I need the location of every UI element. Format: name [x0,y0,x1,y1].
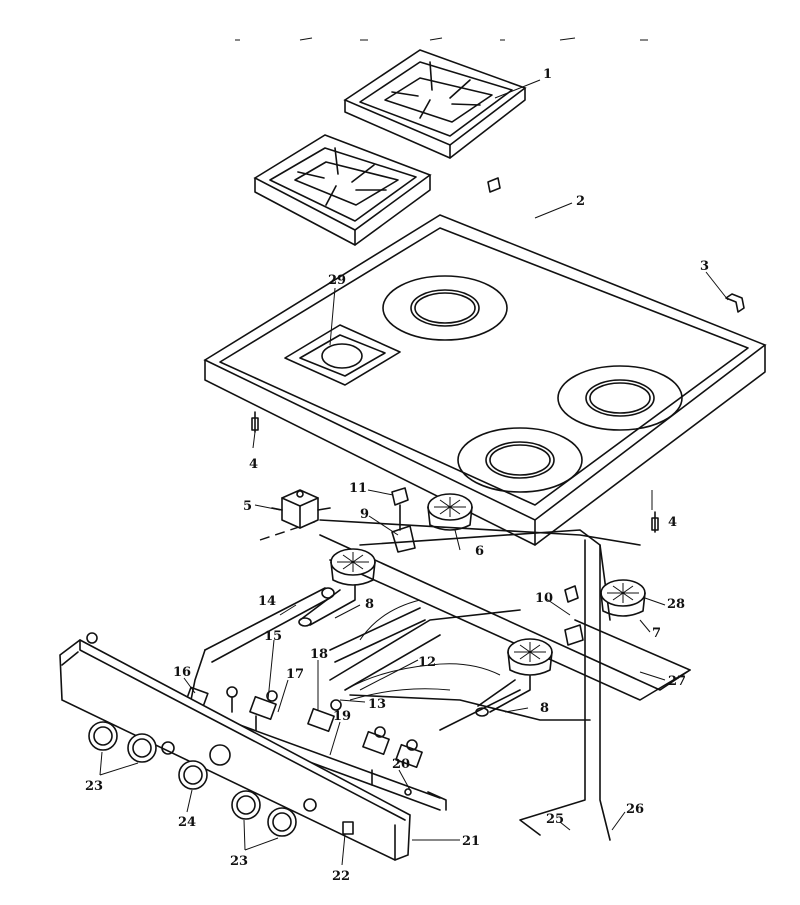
callout-5: 5 [243,499,252,514]
callout-24: 24 [178,815,196,830]
callout-9: 9 [360,507,369,522]
burner-head-1 [427,493,473,531]
callout-29: 29 [328,273,346,288]
callout-4a: 4 [249,457,258,472]
valve-18 [307,699,342,733]
control-panel [59,632,412,861]
burner-tube-right [439,675,531,731]
callout-16: 16 [173,665,191,680]
callout-12: 12 [418,655,436,670]
callout-8a: 8 [365,597,374,612]
callout-23b: 23 [230,854,248,869]
clip-right [725,293,745,313]
callout-15: 15 [264,629,282,644]
callout-28: 28 [667,597,685,612]
callout-22: 22 [332,869,350,884]
valve-19a [362,726,390,756]
callout-18: 18 [310,647,328,662]
leader-lines [99,79,729,866]
valve-19b [371,739,423,786]
callout-21: 21 [462,834,480,849]
callout-labels: 1 2 3 4 4 5 6 7 8 8 9 10 11 12 13 14 15 … [85,67,709,884]
spark-module [271,489,331,529]
burner-head-4 [507,638,553,676]
callout-27: 27 [668,674,686,689]
burner-tube-left [298,584,426,663]
callout-2: 2 [576,194,585,209]
callout-20: 20 [392,757,410,772]
callout-8b: 8 [540,701,549,716]
burner-head-2 [330,548,376,586]
callout-23a: 23 [85,779,103,794]
callout-10: 10 [535,591,553,606]
clip-back [487,177,501,193]
callout-7: 7 [652,626,661,641]
ignition-wiring [344,599,501,701]
grate-back [343,49,527,159]
callout-1: 1 [543,67,552,82]
callout-6: 6 [475,544,484,559]
grate-front [253,134,432,246]
callout-13: 13 [368,697,386,712]
callout-19: 19 [333,709,351,724]
valve-15 [249,690,278,731]
callout-4b: 4 [668,515,677,530]
burner-head-3 [600,579,646,617]
callout-17: 17 [286,667,304,682]
screw-left [251,411,259,433]
screw-right [651,511,659,533]
cooktop-panel [203,214,767,546]
callout-26: 26 [626,802,644,817]
callout-3: 3 [700,259,709,274]
scan-artifacts [235,37,648,41]
callout-25: 25 [546,812,564,827]
callout-11: 11 [349,481,367,496]
callout-14: 14 [258,594,276,609]
ignitor-bracket [391,487,584,646]
venturi-tube-14 [204,587,335,663]
